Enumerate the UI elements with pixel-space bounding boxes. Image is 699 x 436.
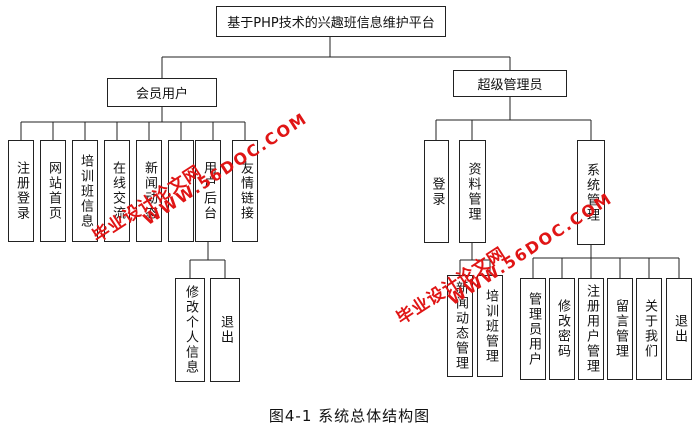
member-child-online-chat: 在线交流	[104, 140, 130, 242]
admin-child-label: 资料管理	[465, 161, 481, 222]
admin-node: 超级管理员	[453, 70, 567, 97]
member-child-label: 用户后台	[201, 161, 216, 221]
member-child-home: 网站首页	[40, 140, 66, 242]
system-child-label: 退出	[672, 314, 687, 344]
system-child-label: 修改密码	[555, 299, 570, 359]
system-child-label: 留言管理	[613, 299, 628, 359]
data-child-class-management: 培训班管理	[477, 275, 503, 377]
data-child-label: 新闻动态管理	[453, 281, 468, 371]
member-child-user-backend: 用户后台	[195, 140, 221, 242]
backend-child-label: 退出	[218, 315, 233, 345]
data-child-label: 培训班管理	[483, 288, 498, 364]
backend-child-label: 修改个人信息	[183, 285, 198, 375]
member-child-label: 网站首页	[46, 161, 61, 221]
root-label: 基于PHP技术的兴趣班信息维护平台	[227, 16, 435, 31]
admin-child-label: 登录	[429, 176, 445, 207]
system-child-label: 管理员用户	[526, 291, 541, 367]
member-child-class-info: 培训班信息	[72, 140, 98, 242]
system-child-message-management: 留言管理	[607, 278, 633, 380]
member-label: 会员用户	[135, 87, 188, 102]
system-child-change-password: 修改密码	[549, 278, 575, 380]
admin-child-system-management: 系统管理	[577, 140, 605, 245]
member-child-label: 友情链接	[238, 161, 253, 221]
member-child-label: 新闻动态	[142, 161, 157, 221]
backend-child-edit-profile: 修改个人信息	[175, 278, 205, 382]
member-child-label: 注册登录	[14, 161, 29, 221]
system-child-logout: 退出	[666, 278, 692, 380]
system-child-about-us: 关于我们	[636, 278, 662, 380]
figure-caption: 图4-1 系统总体结构图	[268, 407, 431, 425]
member-node: 会员用户	[107, 78, 217, 107]
system-child-label: 注册用户管理	[584, 284, 599, 374]
system-child-registered-users: 注册用户管理	[578, 278, 604, 380]
admin-child-label: 系统管理	[584, 162, 599, 223]
admin-label: 超级管理员	[477, 78, 543, 93]
member-child-news: 新闻动态	[136, 140, 162, 242]
admin-child-data-management: 资料管理	[459, 140, 486, 243]
member-child-register-login: 注册登录	[8, 140, 34, 242]
member-child-label: 培训班信息	[78, 153, 93, 229]
system-child-admin-users: 管理员用户	[520, 278, 546, 380]
data-child-news-management: 新闻动态管理	[447, 275, 473, 377]
member-child-friend-links: 友情链接	[232, 140, 258, 242]
member-child-label: 在线交流	[110, 161, 125, 221]
root-node: 基于PHP技术的兴趣班信息维护平台	[216, 6, 446, 37]
member-child-obscured	[168, 140, 194, 242]
backend-child-logout: 退出	[210, 278, 240, 382]
system-child-label: 关于我们	[642, 299, 657, 359]
admin-child-login: 登录	[424, 140, 449, 243]
